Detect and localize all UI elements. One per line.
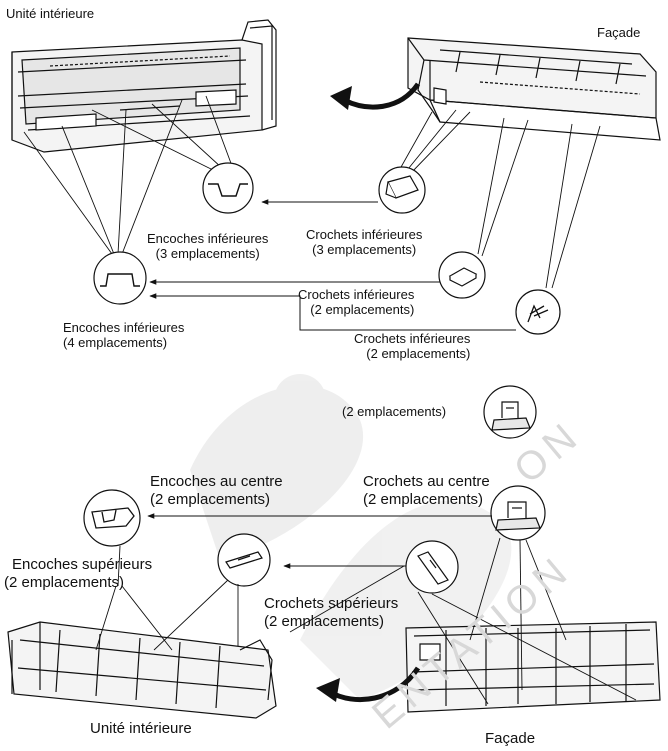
arrows-top [149, 199, 516, 331]
bottom-indoor-unit-label: Unité intérieure [90, 720, 192, 737]
hook-lower-2a-title: Crochets inférieures [298, 287, 415, 302]
notch-center-label: Encoches au centre (2 emplacements) [150, 473, 283, 508]
facade-top-image [407, 37, 661, 141]
removal-arrow-bottom-head [316, 678, 340, 702]
hook-lower-2b-count: (2 emplacements) [366, 346, 471, 362]
hook-extra-icon [483, 385, 537, 439]
leader-lines-top [23, 95, 601, 289]
hook-lower-2b-label: Crochets inférieures (2 emplacements) [354, 331, 470, 362]
removal-arrow-bottom [328, 666, 421, 703]
notch-lower-4-icon [100, 273, 140, 287]
notch-upper-count: (2 emplacements) [4, 573, 125, 591]
notch-lower-4-count: (4 emplacements) [63, 335, 168, 351]
hook-upper-label: Crochets supérieurs (2 emplacements) [264, 595, 398, 630]
notch-lower-3-title: Encoches inférieures [147, 231, 269, 246]
notch-center-title: Encoches au centre [150, 473, 283, 490]
notch-lower-4-circle [93, 251, 147, 305]
facade-bottom-image [405, 621, 661, 713]
top-facade-label: Façade [597, 25, 641, 40]
hook-lower-3-count: (3 emplacements) [312, 242, 417, 258]
hook-lower-3-icon [385, 175, 419, 199]
bottom-facade-label: Façade [485, 730, 536, 747]
hook-lower-3-title: Crochets inférieures [306, 227, 423, 242]
extra-count-label: (2 emplacements) [342, 404, 447, 419]
notch-lower-3-circle [202, 162, 254, 214]
top-indoor-unit-label: Unité intérieure [6, 6, 95, 21]
hook-upper-title: Crochets supérieurs [264, 595, 399, 612]
notch-upper-label: Encoches supérieurs (2 emplacements) [4, 556, 152, 591]
leader-lines-bottom [95, 537, 637, 705]
hook-lower-2a-label: Crochets inférieures (2 emplacements) [298, 287, 414, 318]
removal-arrow-top [342, 82, 421, 110]
notch-lower-3-label: Encoches inférieures (3 emplacements) [147, 231, 268, 262]
hook-lower-2a-icon [448, 267, 478, 287]
removal-arrow-top-head [330, 86, 352, 110]
notch-lower-3-icon [208, 183, 248, 197]
hook-center-icon [495, 501, 541, 531]
hook-lower-2a-count: (2 emplacements) [310, 302, 415, 318]
arrows-bottom [147, 513, 492, 569]
indoor-unit-bottom-image [7, 621, 277, 719]
hook-center-count: (2 emplacements) [363, 490, 484, 508]
notch-lower-4-title: Encoches inférieures [63, 320, 185, 335]
hook-lower-2b-circle [515, 289, 561, 335]
notch-lower-3-count: (3 emplacements) [155, 246, 260, 262]
hook-upper-count: (2 emplacements) [264, 612, 385, 630]
hook-lower-2b-title: Crochets inférieures [354, 331, 471, 346]
notch-upper-icon [225, 551, 263, 569]
hook-lower-3-label: Crochets inférieures (3 emplacements) [306, 227, 422, 258]
hook-center-label: Crochets au centre (2 emplacements) [363, 473, 490, 508]
hook-upper-icon [417, 551, 449, 585]
hook-center-title: Crochets au centre [363, 473, 490, 490]
notch-upper-title: Encoches supérieurs [12, 556, 153, 573]
notch-center-count: (2 emplacements) [150, 490, 271, 508]
indoor-unit-top-image [11, 19, 277, 153]
notch-lower-4-label: Encoches inférieures (4 emplacements) [63, 320, 184, 351]
hook-lower-2b-icon [527, 304, 549, 323]
notch-center-icon [91, 507, 135, 529]
